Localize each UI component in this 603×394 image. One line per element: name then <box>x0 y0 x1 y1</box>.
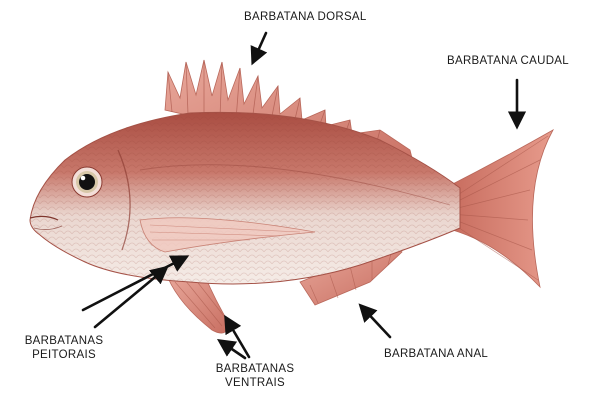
label-pectoral-line1: BARBATANAS <box>14 334 114 348</box>
label-dorsal-fin: BARBATANA DORSAL <box>244 11 367 23</box>
label-ventral-line1: BARBATANAS <box>205 362 305 376</box>
arrow-ventral-1 <box>226 318 249 357</box>
label-caudal-fin: BARBATANA CAUDAL <box>447 55 569 67</box>
arrow-dorsal <box>253 33 266 62</box>
label-pectoral-fins: BARBATANAS PEITORAIS <box>14 334 114 362</box>
arrow-anal <box>361 306 390 337</box>
label-pectoral-line2: PEITORAIS <box>14 348 114 362</box>
caudal-fin <box>445 130 553 287</box>
label-ventral-fins: BARBATANAS VENTRAIS <box>205 362 305 390</box>
eye <box>72 167 102 197</box>
label-anal-fin: BARBATANA ANAL <box>384 348 488 360</box>
label-ventral-line2: VENTRAIS <box>205 376 305 390</box>
ventral-fin <box>168 276 230 333</box>
